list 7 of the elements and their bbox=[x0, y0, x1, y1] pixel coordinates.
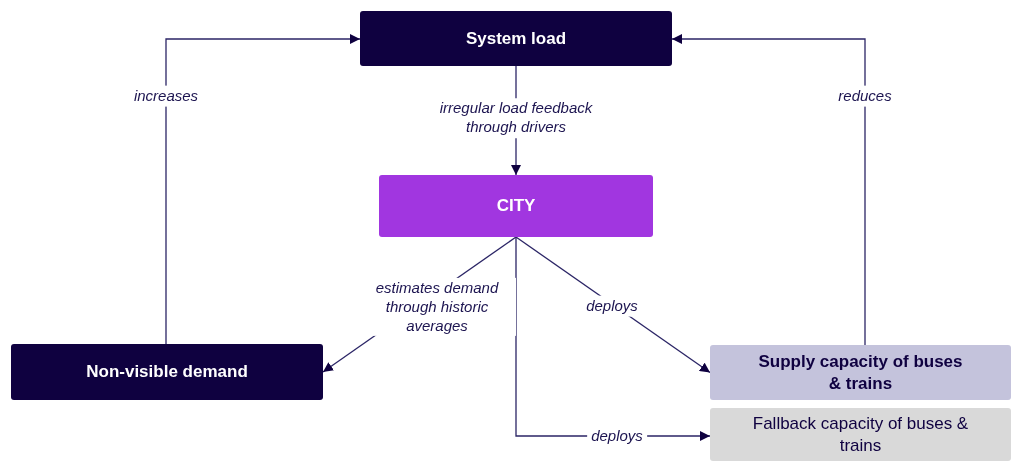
process-box: Non-visible demand bbox=[11, 344, 323, 400]
process-box: Supply capacity of buses & trains bbox=[710, 345, 1011, 400]
process-box: System load bbox=[360, 11, 672, 66]
process-box: CITY bbox=[379, 175, 653, 237]
arrow bbox=[165, 34, 361, 345]
arrow bbox=[671, 34, 866, 346]
process-box: Fallback capacity of buses & trains bbox=[710, 408, 1011, 461]
